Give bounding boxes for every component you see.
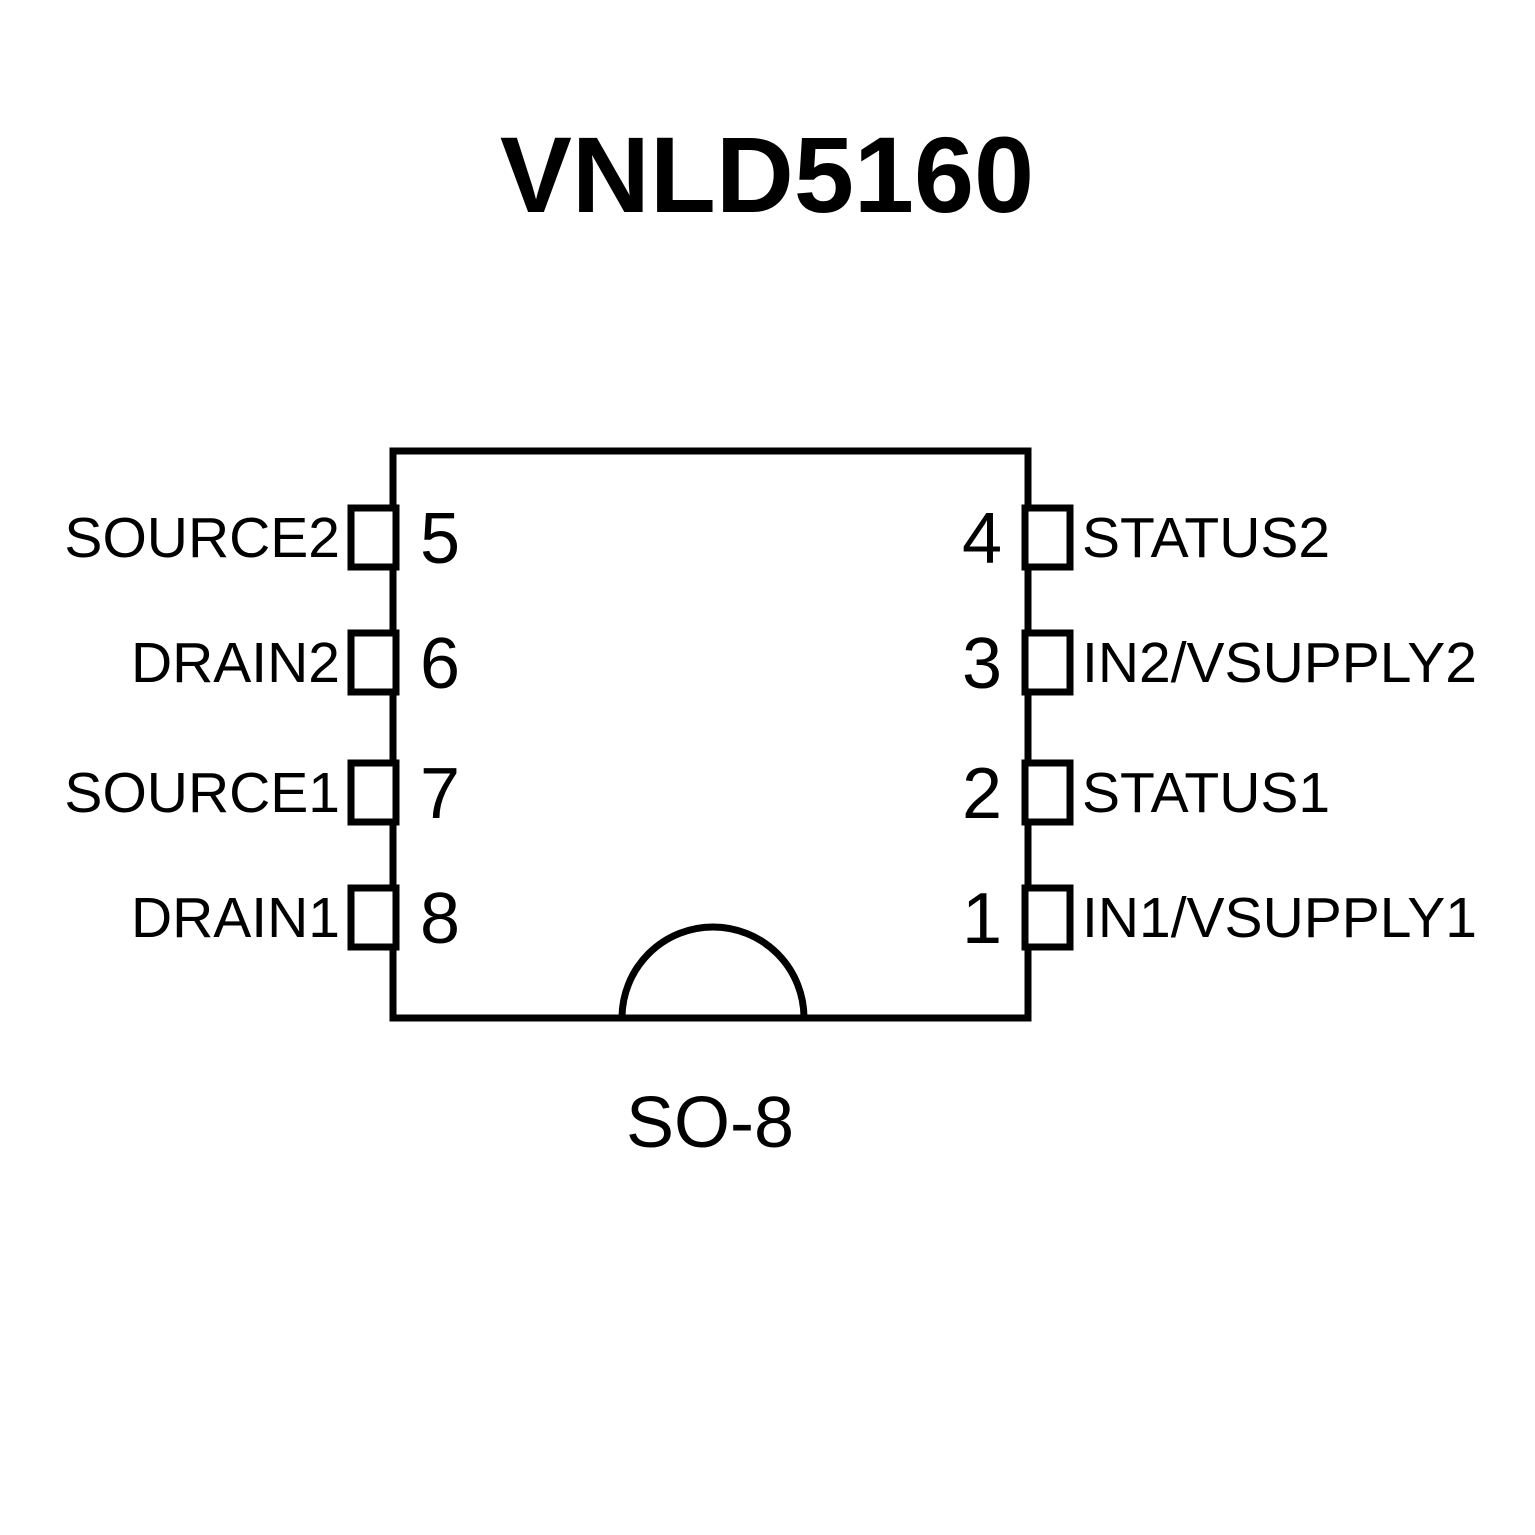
pin-pad-1[interactable] (1021, 884, 1074, 951)
pin-number-4: 4 (962, 499, 1002, 579)
pin-number-2: 2 (962, 754, 1002, 834)
pin-number-5: 5 (420, 499, 460, 579)
pin-pad-5[interactable] (347, 504, 400, 571)
pin-label-status1: STATUS1 (1082, 761, 1330, 825)
pin-pad-2[interactable] (1021, 759, 1074, 826)
pin-pad-4[interactable] (1021, 504, 1074, 571)
pin-label-source1: SOURCE1 (64, 761, 340, 825)
pin-label-in2-vsupply2: IN2/VSUPPLY2 (1082, 631, 1477, 695)
package-notch-icon (618, 923, 808, 1019)
pin-label-in1-vsupply1: IN1/VSUPPLY1 (1082, 886, 1477, 950)
pin-number-8: 8 (420, 879, 460, 959)
pin-pad-3[interactable] (1021, 629, 1074, 696)
pin-label-drain2: DRAIN2 (131, 631, 340, 695)
pin-number-6: 6 (420, 624, 460, 704)
pin-pad-8[interactable] (347, 884, 400, 951)
pin-number-1: 1 (962, 879, 1002, 959)
pin-right-1[interactable]: 1 IN1/VSUPPLY1 (962, 879, 1477, 959)
package-name-label: SO-8 (626, 1083, 794, 1163)
pin-label-drain1: DRAIN1 (131, 886, 340, 950)
pin-pad-7[interactable] (347, 759, 400, 826)
pin-left-6[interactable]: 6 DRAIN2 (131, 624, 460, 704)
pin-left-5[interactable]: 5 SOURCE2 (64, 499, 460, 579)
pin-right-2[interactable]: 2 STATUS1 (962, 754, 1330, 834)
pin-number-3: 3 (962, 624, 1002, 704)
pin-pad-6[interactable] (347, 629, 400, 696)
pin-label-status2: STATUS2 (1082, 506, 1330, 570)
pin-right-4[interactable]: 4 STATUS2 (962, 499, 1330, 579)
pin-left-7[interactable]: 7 SOURCE1 (64, 754, 460, 834)
page-title: VNLD5160 (500, 114, 1034, 235)
pin-right-3[interactable]: 3 IN2/VSUPPLY2 (962, 624, 1477, 704)
package-body (389, 447, 1032, 1022)
pin-number-7: 7 (420, 754, 460, 834)
pin-left-8[interactable]: 8 DRAIN1 (131, 879, 460, 959)
pin-label-source2: SOURCE2 (64, 506, 340, 570)
